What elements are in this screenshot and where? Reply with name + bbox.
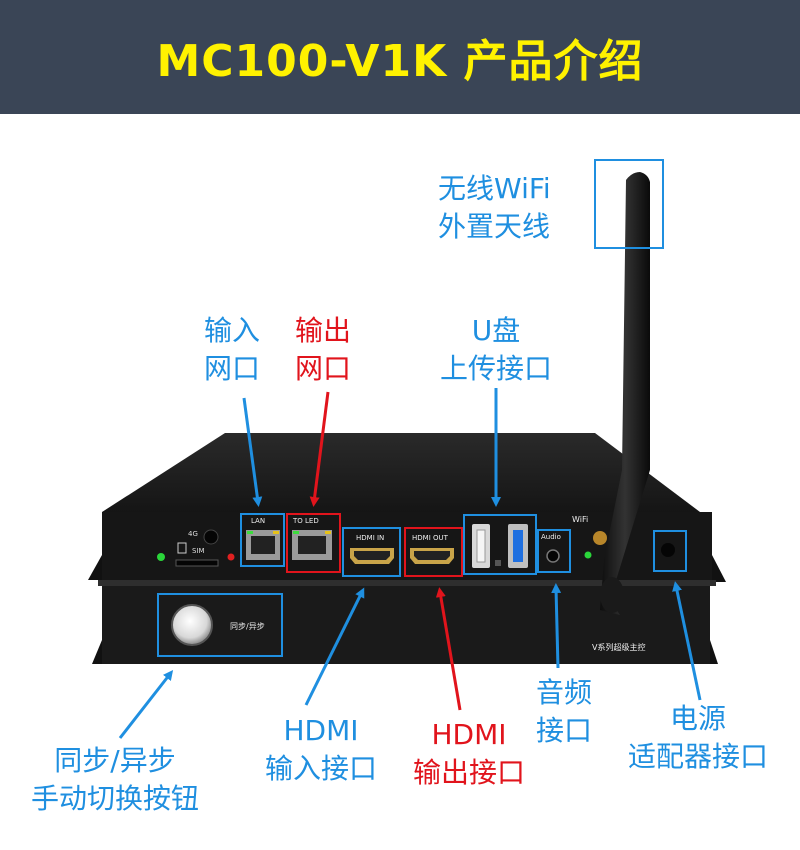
to-led-port-label: TO LED xyxy=(292,517,319,525)
sim-slot xyxy=(175,559,219,567)
callout-hdmi-out-line1: HDMI xyxy=(431,718,507,751)
to-led-port-socket xyxy=(298,536,326,554)
hdmi-out-port-socket xyxy=(414,551,450,560)
header-bar: MC100-V1K 产品介绍 xyxy=(0,0,800,114)
callout-lan-in-line2: 网口 xyxy=(204,352,261,385)
arrow-lan-out xyxy=(309,391,330,507)
frame-lan-out xyxy=(286,513,341,573)
frame-usb xyxy=(463,514,537,575)
callout-hdmi-in: HDMI 输入接口 xyxy=(246,712,396,788)
status-led-red xyxy=(227,553,235,561)
lan-port-label: LAN xyxy=(251,517,265,525)
callout-wifi-line1: 无线WiFi xyxy=(438,172,551,205)
callout-wifi-line2: 外置天线 xyxy=(438,210,551,243)
arrow-hdmi-out xyxy=(435,587,462,711)
usb-port-blue-tongue xyxy=(513,530,523,562)
arrow-hdmi-in xyxy=(304,587,365,706)
to-led-led-yellow xyxy=(325,531,331,534)
status-led-green-right xyxy=(584,551,592,559)
callout-sync-line2: 手动切换按钮 xyxy=(30,782,199,815)
usb-port-white-tongue xyxy=(476,529,486,563)
callout-hdmi-in-line2: 输入接口 xyxy=(264,752,377,785)
callout-lan-out: 输出 网口 xyxy=(295,312,351,388)
sim-icon xyxy=(177,542,187,554)
callout-power-line2: 适配器接口 xyxy=(627,740,768,773)
lan-led-green xyxy=(247,531,253,534)
callout-lan-out-line2: 网口 xyxy=(295,352,352,385)
callout-audio: 音频 接口 xyxy=(524,674,604,750)
callout-usb-line1: U盘 xyxy=(471,314,521,347)
callout-hdmi-in-line1: HDMI xyxy=(283,714,359,747)
power-jack[interactable] xyxy=(661,543,675,557)
page-title: MC100-V1K 产品介绍 xyxy=(156,36,644,87)
wifi-port-label: WiFi xyxy=(572,515,588,524)
lan-port-socket xyxy=(251,536,275,554)
callout-lan-in: 输入 网口 xyxy=(204,312,260,388)
callout-power: 电源 适配器接口 xyxy=(610,700,786,776)
arrow-lan-in xyxy=(242,397,263,507)
usb-divider-dot xyxy=(495,560,501,566)
arrow-power xyxy=(672,581,702,701)
device-lower-left-flange xyxy=(92,640,102,664)
callout-wifi-antenna: 无线WiFi 外置天线 xyxy=(438,170,551,246)
frame-hdmi-out xyxy=(404,527,463,577)
wifi-antenna-connector xyxy=(593,531,607,545)
hdmi-out-port-label: HDMI OUT xyxy=(412,534,449,542)
callout-lan-in-line1: 输入 xyxy=(204,314,261,347)
device-divider xyxy=(98,580,716,586)
hdmi-in-port-label: HDMI IN xyxy=(356,534,384,542)
sync-button-label: 同步/异步 xyxy=(230,622,265,631)
callout-audio-line1: 音频 xyxy=(535,676,592,709)
audio-port-label: Audio xyxy=(541,533,561,541)
frame-audio xyxy=(537,529,571,573)
frame-hdmi-in xyxy=(342,527,401,577)
callout-hdmi-out-line2: 输出接口 xyxy=(412,756,525,789)
series-label: V系列超级主控 xyxy=(592,642,645,652)
arrow-audio xyxy=(551,583,562,669)
device-top-surface xyxy=(102,433,700,512)
frame-lan-in xyxy=(240,513,285,567)
frame-sync-button xyxy=(157,593,283,657)
frame-power xyxy=(653,530,687,572)
callout-lan-out-line1: 输出 xyxy=(295,314,352,347)
callout-audio-line2: 接口 xyxy=(535,714,592,747)
four-g-antenna-port xyxy=(203,529,219,545)
sim-label: SIM xyxy=(192,547,205,555)
to-led-led-green xyxy=(293,531,299,534)
wifi-antenna xyxy=(600,172,650,615)
callout-hdmi-out: HDMI 输出接口 xyxy=(394,716,544,792)
arrow-sync xyxy=(118,670,174,739)
device-left-flange xyxy=(88,555,102,580)
callout-usb-line2: 上传接口 xyxy=(439,352,552,385)
callout-usb: U盘 上传接口 xyxy=(428,312,564,388)
callout-power-line1: 电源 xyxy=(669,702,726,735)
frame-wifi-antenna xyxy=(594,159,664,249)
status-led-green-left xyxy=(157,553,165,561)
callout-sync-line1: 同步/异步 xyxy=(54,744,176,777)
callout-sync-button: 同步/异步 手动切换按钮 xyxy=(10,742,220,818)
hdmi-in-port-socket xyxy=(354,551,390,560)
device-lower-right-flange xyxy=(710,640,718,664)
lan-led-yellow xyxy=(273,531,279,534)
sync-async-button[interactable] xyxy=(171,604,213,646)
four-g-label: 4G xyxy=(188,530,198,538)
device-right-flange xyxy=(712,555,726,582)
audio-jack[interactable] xyxy=(546,549,560,563)
antenna-base xyxy=(600,577,624,613)
